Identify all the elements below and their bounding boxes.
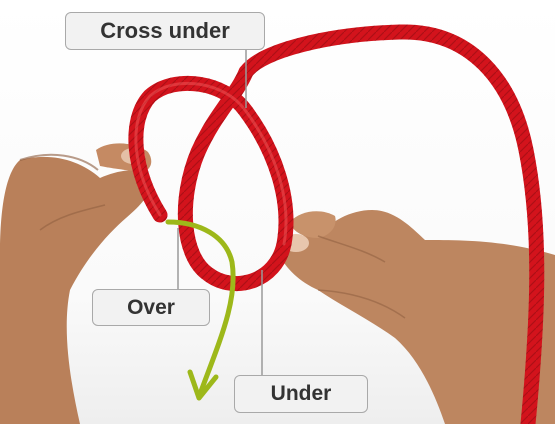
over-label: Over xyxy=(92,289,210,326)
cross-under-label: Cross under xyxy=(65,12,265,50)
under-label: Under xyxy=(234,375,368,413)
